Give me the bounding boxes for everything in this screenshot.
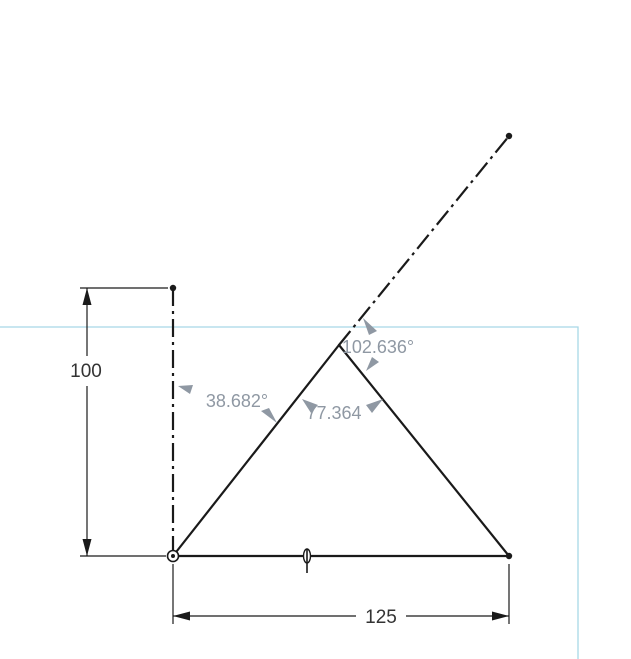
apex-angle-dimension[interactable]: 77.364	[302, 399, 383, 423]
horizontal-dimension[interactable]: 125	[172, 564, 510, 628]
height-dimension-label[interactable]: 100	[70, 361, 102, 382]
triangle-vertex-right[interactable]	[505, 552, 513, 560]
apex-angle-label[interactable]: 77.364	[306, 403, 361, 423]
width-dimension-label[interactable]: 125	[365, 607, 397, 628]
left-angle-dimension[interactable]: 38.682°	[178, 385, 277, 423]
left-angle-label[interactable]: 38.682°	[206, 391, 268, 411]
diagonal-construction-line[interactable]	[338, 135, 510, 346]
outer-angle-label[interactable]: 102.636°	[342, 337, 414, 357]
construction-endpoint-upper-right[interactable]	[505, 132, 513, 140]
outer-angle-dimension[interactable]: 102.636°	[342, 318, 414, 371]
triangle-left-edge[interactable]	[171, 343, 341, 558]
construction-endpoint-top[interactable]	[169, 284, 177, 292]
vertical-dimension[interactable]: 100	[70, 287, 168, 557]
horizontal-constraint-icon[interactable]	[302, 548, 312, 573]
origin-point-icon[interactable]	[166, 549, 180, 563]
sketch-plane-outline	[0, 326, 579, 659]
triangle-right-edge[interactable]	[337, 343, 511, 558]
